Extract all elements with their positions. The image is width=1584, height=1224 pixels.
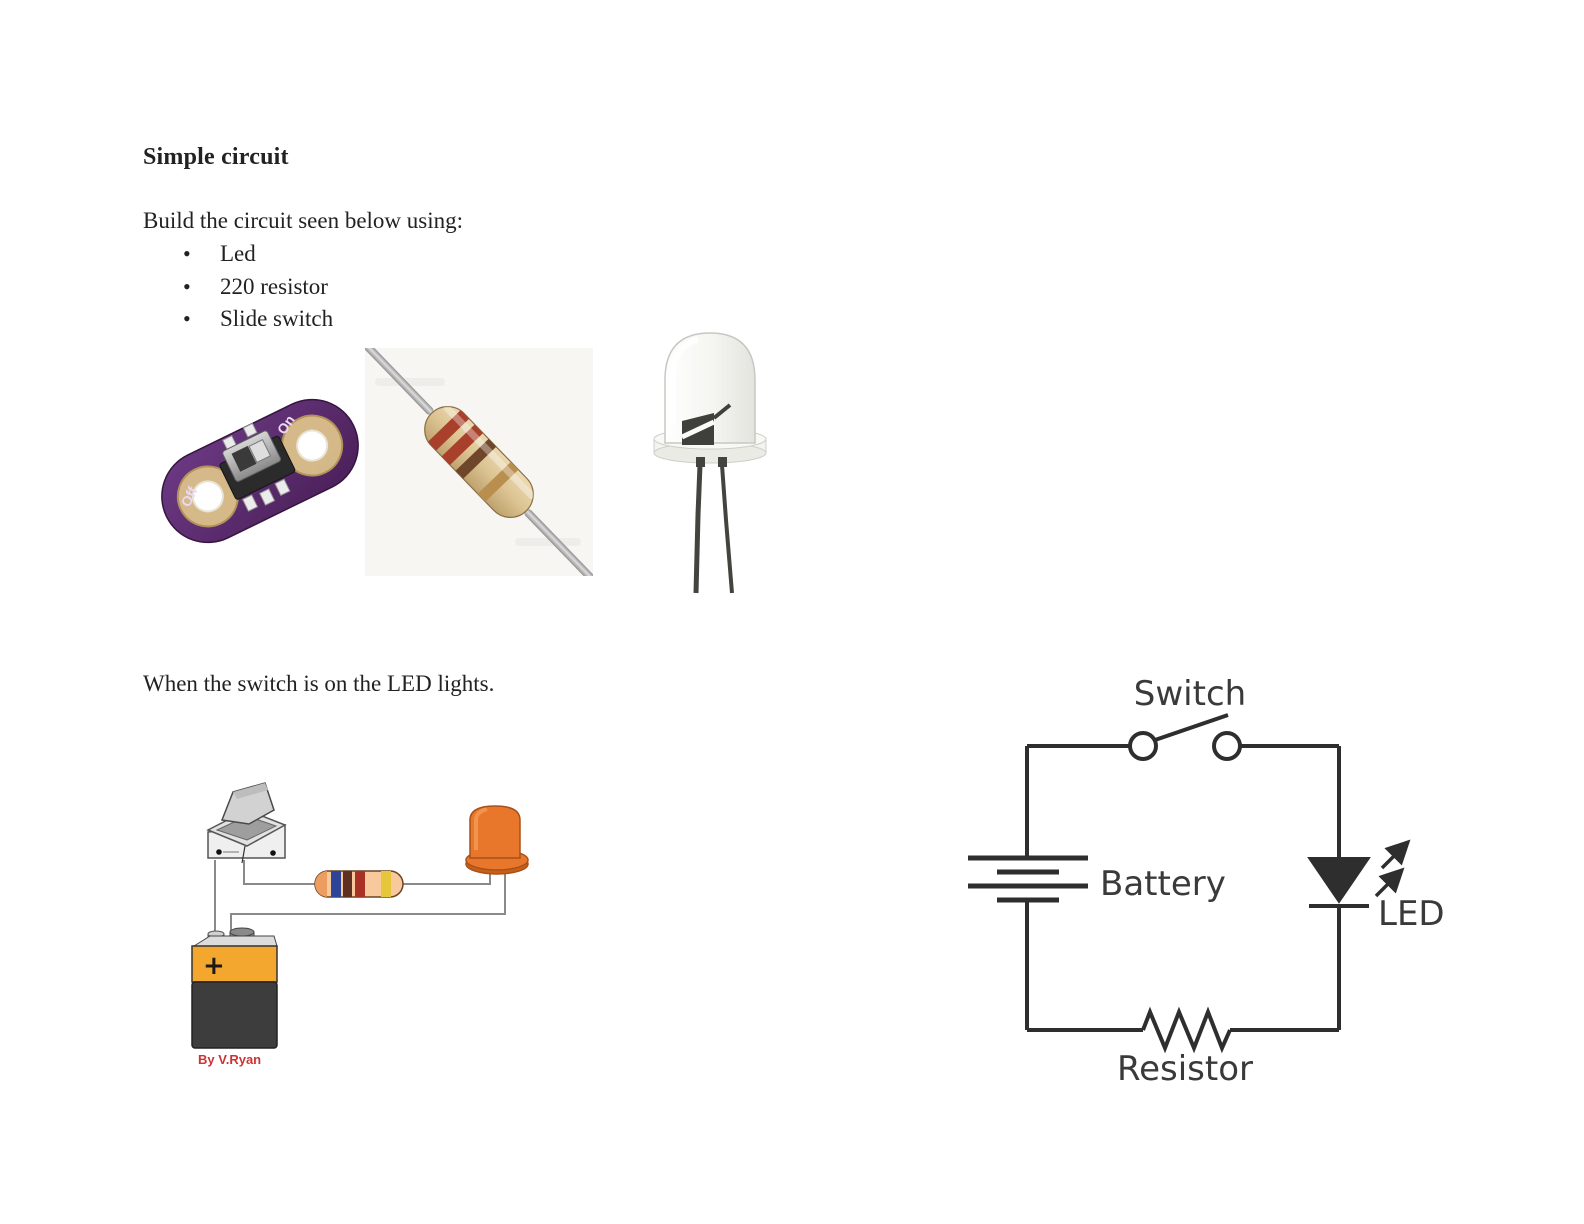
- light-arrow: [1374, 867, 1405, 898]
- intro-text: Build the circuit seen below using:: [143, 208, 464, 233]
- battery-illustration: +: [191, 927, 278, 1049]
- body-highlight: [443, 404, 535, 499]
- led-label: LED: [1378, 894, 1445, 934]
- led-highlight: [474, 807, 488, 850]
- resistor-lead: [524, 509, 593, 576]
- led-lead: [720, 464, 734, 594]
- led-lead: [693, 464, 703, 594]
- battery-dark-body: [191, 981, 278, 1049]
- led-illustration: [465, 805, 529, 875]
- caption-text: When the switch is on the LED lights.: [143, 671, 495, 696]
- list-item-resistor: 220 resistor: [181, 271, 333, 304]
- solder-tab: [274, 478, 291, 497]
- resistor-label: Resistor: [1117, 1049, 1253, 1089]
- wire-led-to-battery: [230, 868, 506, 936]
- list-item-slide-switch: Slide switch: [181, 303, 333, 336]
- solder-tab: [259, 488, 276, 506]
- resistor-photo: [365, 348, 593, 576]
- switch-blade: [1154, 713, 1229, 742]
- light-arrow: [1380, 839, 1411, 870]
- led-lead-root: [696, 457, 705, 467]
- band-blue: [331, 871, 341, 897]
- chip-post: [712, 403, 732, 420]
- led-dome: [664, 332, 756, 444]
- led-lead-root: [718, 457, 727, 467]
- mounting-hole-right: [296, 429, 329, 462]
- battery-orange-band: [191, 945, 278, 983]
- band-yellow: [381, 871, 391, 897]
- solder-tab: [242, 494, 259, 512]
- wire-switch-to-resistor: [243, 860, 318, 885]
- resistor-band-brown: [455, 438, 497, 479]
- slide-switch-photo: Off On: [161, 398, 359, 544]
- mounting-hole-left: [191, 480, 224, 513]
- schematic-circuit-figure: Switch Battery LED Resistor: [968, 674, 1445, 1089]
- actuator-slot: [231, 445, 257, 472]
- switch-label: Switch: [1134, 674, 1246, 714]
- band-red: [355, 871, 365, 897]
- resistor-band-red: [427, 410, 470, 451]
- battery-plus-label: +: [203, 951, 225, 981]
- battery-label: Battery: [1100, 864, 1226, 904]
- schematic-led-symbol: [1307, 857, 1371, 904]
- resistor-lead: [365, 348, 434, 415]
- resistor-band-gold: [477, 461, 519, 502]
- band-brown: [343, 871, 352, 897]
- actuator-knob: [248, 439, 272, 464]
- parts-list: Led 220 resistor Slide switch: [181, 238, 333, 336]
- dome-highlight: [670, 336, 700, 425]
- chip-reflection: [680, 419, 716, 440]
- resistor-end-cap: [315, 871, 327, 897]
- rocker-switch-illustration: [206, 782, 287, 864]
- list-item-led: Led: [181, 238, 333, 271]
- circuit-loop: [968, 713, 1369, 1054]
- schematic-resistor-symbol: [1141, 1006, 1232, 1054]
- switch-terminal-dot: [270, 850, 276, 856]
- page-title: Simple circuit: [143, 144, 289, 170]
- rocker-shading: [233, 783, 268, 799]
- terminal-top: [229, 927, 255, 937]
- symbol-lever: [241, 845, 246, 864]
- schematic-battery-symbol: [968, 855, 1088, 903]
- solder-tab: [242, 422, 258, 438]
- background-smudge: [375, 378, 445, 386]
- led-dome: [469, 805, 521, 859]
- background-smudge: [515, 538, 581, 546]
- switch-contact-right: [1212, 731, 1242, 761]
- resistor-illustration: [314, 870, 404, 898]
- pictorial-circuit-figure: + By V.Ryan: [191, 782, 529, 1067]
- led-light-arrows: [1374, 839, 1411, 898]
- credit-text: By V.Ryan: [198, 1052, 261, 1067]
- switch-contact-left: [1128, 731, 1158, 761]
- resistor-band-red: [441, 424, 484, 466]
- led-photo: [653, 332, 767, 594]
- battery-top-face: [192, 935, 278, 947]
- switch-terminal-dot: [216, 849, 222, 855]
